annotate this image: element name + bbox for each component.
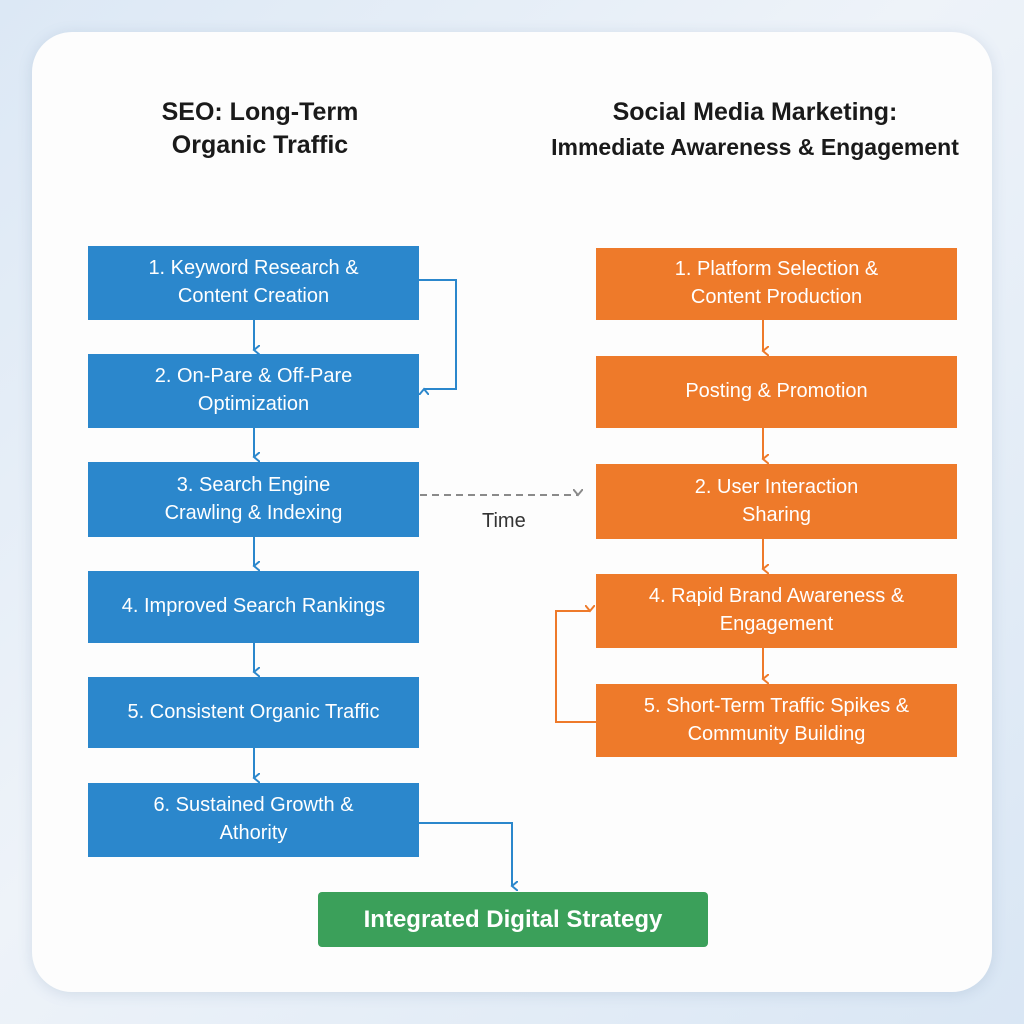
seo-step-keyword-research: 1. Keyword Research &Content Creation — [88, 246, 419, 320]
seo-step-sustained-growth: 6. Sustained Growth &Athority — [88, 783, 419, 857]
smm-step-traffic-spikes: 5. Short-Term Traffic Spikes &Community … — [596, 684, 957, 757]
smm-feedback-to-4 — [555, 611, 596, 723]
seo-step-organic-traffic: 5. Consistent Organic Traffic — [88, 677, 419, 748]
smm-step-posting-promotion: Posting & Promotion — [596, 356, 957, 428]
seo-column-title: SEO: Long-Term Organic Traffic — [161, 98, 359, 159]
smm-step-platform-selection: 1. Platform Selection &Content Productio… — [596, 248, 957, 320]
smm-step-brand-awareness: 4. Rapid Brand Awareness &Engagement — [596, 574, 957, 648]
seo-loop-arrow — [419, 279, 457, 389]
smm-column-title: Social Media Marketing: Immediate Awaren… — [551, 98, 959, 160]
time-connector-label: Time — [482, 510, 526, 532]
seo-to-outcome-arrow — [419, 822, 512, 886]
seo-step-rankings: 4. Improved Search Rankings — [88, 571, 419, 643]
integrated-strategy-box: Integrated Digital Strategy — [318, 892, 708, 947]
